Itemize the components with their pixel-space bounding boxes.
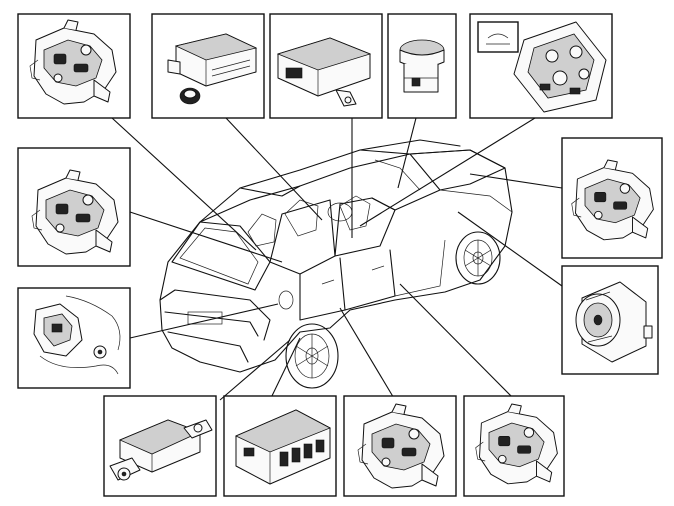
callout-control-module-box [151,13,265,119]
callout-right-front-lock [561,137,663,259]
callout-climate-control-panel [469,13,613,119]
callout-alarm-siren [561,265,659,375]
push-switch-icon [399,39,445,93]
callout-ecu-with-bracket [269,13,383,119]
tailgate-lock-icon [33,295,121,375]
front-right-wheel [455,231,501,285]
callout-front-left-door-lock [343,395,457,497]
ecu-bracket-icon [276,37,372,107]
siren-icon [575,281,653,363]
callout-rear-left-door-lock [17,13,131,119]
callout-front-right-door-lock [463,395,565,497]
connector-module-icon [235,409,331,485]
climate-panel-icon [477,21,607,113]
callout-antenna-module [103,395,217,497]
leader-lines [111,117,563,401]
callout-switch-button [387,13,457,119]
control-module-icon [167,33,258,105]
rear-left-wheel [285,323,339,389]
antenna-module-icon [109,419,213,481]
callout-left-side-lock [17,147,131,267]
car-illustration [159,139,513,389]
callout-central-electronic-module [223,395,337,497]
callout-tailgate-lock [17,287,131,389]
